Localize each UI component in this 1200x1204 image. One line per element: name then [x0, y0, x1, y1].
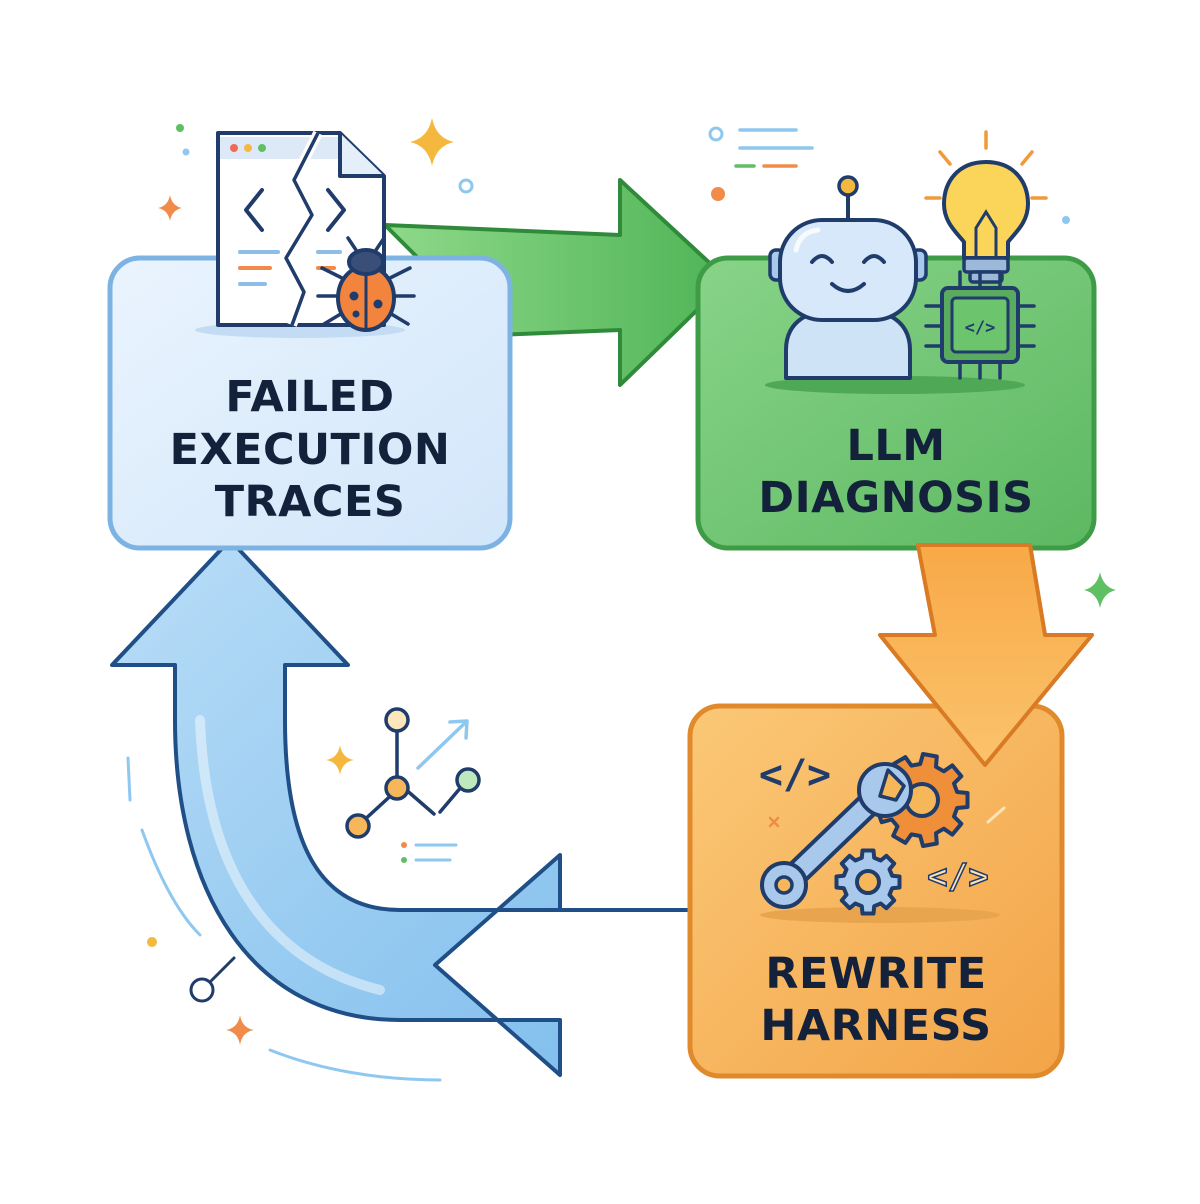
code-brackets-icon: </> — [759, 752, 831, 798]
svg-text:</>: </> — [965, 318, 996, 338]
sparkle-icon — [158, 118, 1116, 1045]
failed-traces-line-3: TRACES — [214, 477, 406, 528]
svg-text:</>: </> — [927, 857, 988, 897]
arrow-llm-to-rewrite-tip — [878, 543, 1094, 767]
svg-text:</>: </> — [759, 752, 831, 798]
failed-traces-line-2: EXECUTION — [169, 424, 451, 475]
failed-traces-line-1: FAILED — [225, 372, 395, 423]
decoration-lines — [126, 128, 1006, 1082]
llm-diagnosis-line-1: LLM — [846, 420, 946, 471]
wrench-icon — [760, 762, 913, 909]
failed-traces-label: FAILED EXECUTION TRACES — [110, 360, 510, 540]
chip-icon: </> — [924, 270, 1036, 380]
rewrite-harness-line-1: REWRITE — [765, 948, 987, 999]
arrow-rewrite-to-failed — [110, 538, 702, 1077]
rewrite-harness-line-2: HARNESS — [760, 1001, 992, 1051]
code-brackets-icon: </> — [927, 856, 990, 898]
rewrite-harness-label: REWRITE HARNESS — [690, 940, 1062, 1060]
lightbulb-icon — [924, 130, 1048, 284]
robot-icon — [768, 175, 928, 380]
graph-network-icon — [345, 707, 481, 863]
arrow-failed-to-llm — [383, 178, 730, 387]
bug-icon — [316, 236, 416, 332]
llm-diagnosis-line-2: DIAGNOSIS — [758, 473, 1034, 523]
decoration-dots — [147, 124, 1070, 1003]
llm-diagnosis-label: LLM DIAGNOSIS — [698, 412, 1094, 532]
